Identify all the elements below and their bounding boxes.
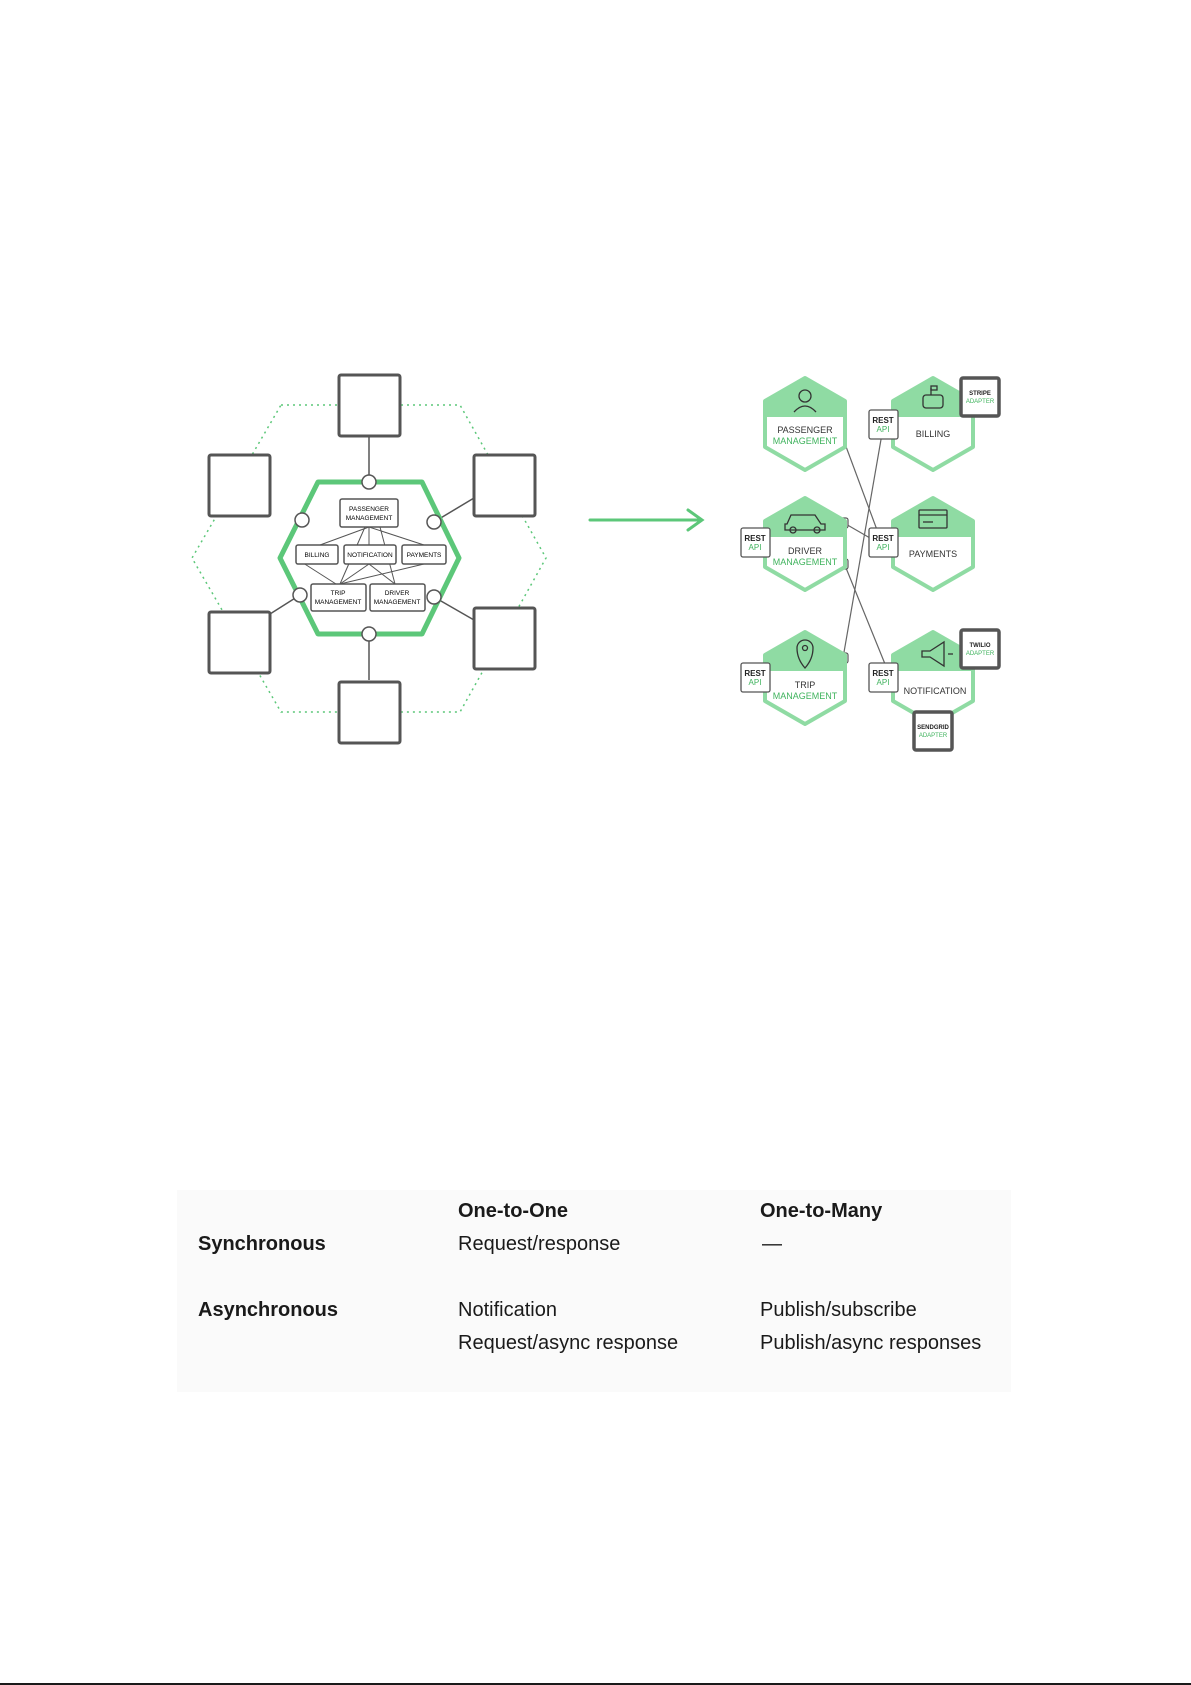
svg-text:MANAGEMENT: MANAGEMENT bbox=[374, 599, 421, 606]
svg-text:REST: REST bbox=[872, 669, 893, 678]
mailbox-icon bbox=[922, 385, 944, 409]
interaction-styles-table: One-to-One One-to-Many Synchronous Reque… bbox=[177, 1190, 1011, 1392]
svg-text:REST: REST bbox=[744, 534, 765, 543]
sync-one-to-one-cell: Request/response bbox=[458, 1233, 621, 1255]
svg-text:API: API bbox=[749, 678, 762, 687]
notification-service: NOTIFICATION bbox=[891, 630, 975, 726]
sendgrid-adapter: SENDGRID ADAPTER bbox=[912, 710, 954, 752]
twilio-adapter: TWILIO ADAPTER bbox=[959, 628, 1001, 670]
trip-management-service: TRIP MANAGEMENT bbox=[763, 630, 847, 726]
svg-text:ADAPTER: ADAPTER bbox=[919, 733, 948, 739]
billing-service: BILLING bbox=[891, 376, 975, 472]
svg-text:TRIP: TRIP bbox=[795, 680, 816, 690]
svg-text:PAYMENTS: PAYMENTS bbox=[407, 552, 442, 559]
car-icon bbox=[784, 514, 826, 534]
row-header-asynchronous: Asynchronous bbox=[198, 1299, 339, 1321]
rest-api-badge: REST API bbox=[868, 527, 899, 558]
svg-text:TRIP: TRIP bbox=[331, 590, 346, 597]
architecture-diagram: PASSENGER MANAGEMENT BILLING NOTIFICATIO… bbox=[191, 373, 1001, 752]
row-header-synchronous: Synchronous bbox=[198, 1233, 326, 1255]
svg-text:MANAGEMENT: MANAGEMENT bbox=[773, 436, 838, 446]
right-arrow-icon bbox=[588, 508, 705, 532]
svg-text:DRIVER: DRIVER bbox=[788, 546, 823, 556]
async-one-to-many-cell: Publish/async responses bbox=[760, 1332, 982, 1354]
svg-text:MANAGEMENT: MANAGEMENT bbox=[346, 515, 393, 522]
svg-text:API: API bbox=[749, 543, 762, 552]
column-header-one-to-one: One-to-One bbox=[458, 1200, 568, 1222]
rest-api-badge: REST API bbox=[740, 662, 771, 693]
credit-card-icon bbox=[918, 509, 948, 529]
module-payments: PAYMENTS bbox=[401, 544, 447, 565]
async-one-to-many-cell: Publish/subscribe bbox=[760, 1299, 917, 1321]
svg-text:API: API bbox=[877, 543, 890, 552]
svg-text:API: API bbox=[877, 425, 890, 434]
adapter-boxes bbox=[207, 373, 537, 745]
passenger-management-service: PASSENGER MANAGEMENT bbox=[763, 376, 847, 472]
rest-api-badge: REST API bbox=[868, 662, 899, 693]
svg-text:PAYMENTS: PAYMENTS bbox=[909, 549, 957, 559]
module-billing: BILLING bbox=[295, 544, 339, 565]
svg-text:MANAGEMENT: MANAGEMENT bbox=[773, 691, 838, 701]
megaphone-icon bbox=[921, 640, 953, 668]
svg-text:MANAGEMENT: MANAGEMENT bbox=[773, 557, 838, 567]
microservices-diagram: PASSENGER MANAGEMENT DRIVER MANAGEMENT T… bbox=[740, 376, 1001, 752]
module-driver-management: DRIVER MANAGEMENT bbox=[369, 583, 426, 612]
stripe-adapter: STRIPE ADAPTER bbox=[959, 376, 1001, 418]
async-one-to-one-cell: Request/async response bbox=[458, 1332, 679, 1354]
svg-text:STRIPE: STRIPE bbox=[969, 391, 991, 397]
column-header-one-to-many: One-to-Many bbox=[760, 1200, 883, 1222]
svg-text:PASSENGER: PASSENGER bbox=[777, 425, 833, 435]
svg-text:ADAPTER: ADAPTER bbox=[966, 399, 995, 405]
rest-api-badge: REST API bbox=[868, 409, 899, 440]
async-one-to-one-cell: Notification bbox=[458, 1299, 557, 1321]
svg-text:NOTIFICATION: NOTIFICATION bbox=[347, 552, 393, 559]
svg-text:BILLING: BILLING bbox=[305, 552, 330, 559]
driver-management-service: DRIVER MANAGEMENT bbox=[763, 496, 847, 592]
sync-one-to-many-cell: — bbox=[762, 1233, 782, 1255]
svg-text:DRIVER: DRIVER bbox=[385, 590, 410, 597]
svg-text:BILLING: BILLING bbox=[916, 429, 951, 439]
svg-text:MANAGEMENT: MANAGEMENT bbox=[315, 599, 362, 606]
svg-text:SENDGRID: SENDGRID bbox=[917, 725, 949, 731]
svg-text:API: API bbox=[877, 678, 890, 687]
person-icon bbox=[793, 389, 817, 413]
module-passenger-management: PASSENGER MANAGEMENT bbox=[339, 498, 399, 528]
page-bottom-rule bbox=[0, 1683, 1191, 1685]
svg-text:NOTIFICATION: NOTIFICATION bbox=[904, 686, 967, 696]
module-trip-management: TRIP MANAGEMENT bbox=[310, 583, 367, 612]
rest-api-badge: REST API bbox=[740, 527, 771, 558]
map-pin-icon bbox=[796, 639, 814, 669]
svg-text:PASSENGER: PASSENGER bbox=[349, 506, 389, 513]
svg-text:REST: REST bbox=[872, 534, 893, 543]
payments-service: PAYMENTS bbox=[891, 496, 975, 592]
svg-text:REST: REST bbox=[744, 669, 765, 678]
svg-text:REST: REST bbox=[872, 416, 893, 425]
monolith-diagram: PASSENGER MANAGEMENT BILLING NOTIFICATIO… bbox=[191, 373, 547, 745]
svg-text:ADAPTER: ADAPTER bbox=[966, 651, 995, 657]
svg-text:TWILIO: TWILIO bbox=[970, 643, 991, 649]
module-notification: NOTIFICATION bbox=[343, 544, 397, 565]
monolith-ports bbox=[292, 474, 442, 642]
